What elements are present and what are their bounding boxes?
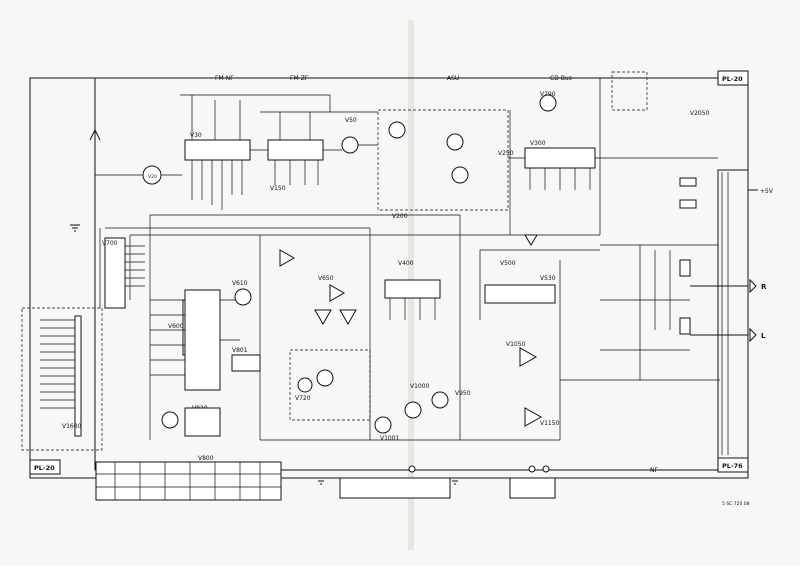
label-v300: V300 [530,140,546,147]
pl76-edge-block [717,169,749,471]
block-v200-area [377,109,509,211]
label-v1150: V1150 [540,420,560,427]
ic-v400 [384,279,441,299]
terminal-circle [542,465,550,473]
connector-pins [40,315,82,437]
transistor-v820 [161,411,179,429]
label-v20: V20 [148,174,157,180]
label-v2050: V2050 [690,110,710,117]
ic-small [679,199,697,209]
label-v610: V610 [232,280,248,287]
label-v650: V650 [318,275,334,282]
small-block [611,71,648,111]
label-v950: V950 [455,390,471,397]
jack-label-l: L [761,332,766,340]
transistor [297,377,313,393]
terminal-circle [528,465,536,473]
v400-pins [389,298,436,320]
connector-block-dashed [21,307,103,451]
opamp-icon [314,309,332,326]
panel-tag-pl20-bottom [29,459,61,475]
opamp-icon [519,347,538,367]
pin-table [509,477,556,499]
label-v50: V50 [345,117,357,124]
drawing-number: 5 SC 720 08 [722,501,750,507]
opamp-icon [524,407,543,427]
label-v200: V200 [392,213,408,220]
ground-icon [70,224,460,485]
ic-v30 [184,139,251,161]
audio-output-wiring [559,244,720,440]
v700-pins [125,245,145,287]
label-v1001: V1001 [380,435,400,442]
label-v600: V600 [168,323,184,330]
v30-pins [191,95,243,210]
opamp-icon [339,309,357,326]
label-v290: V290 [540,91,556,98]
ic-v800 [184,289,221,391]
opamp-icon [329,284,346,302]
label-v801: V801 [232,347,248,354]
ic-v300 [524,147,596,169]
label-v1600: V1600 [62,423,82,430]
jack-label-r: R [761,283,767,291]
ic-v150 [267,139,324,161]
jack-l-icon [749,327,757,343]
ic-small [679,177,697,187]
opamp-icon [279,249,296,267]
v300-pins [529,168,591,190]
label-v1000: V1000 [410,383,430,390]
transistor [316,369,334,387]
label-v500: V500 [500,260,516,267]
ic-table [95,461,282,501]
panel-label-pl20-top: PL-20 [722,75,743,83]
panel-tag-pl76 [717,457,749,473]
label-v800: V800 [198,455,214,462]
bus-label-nf: NF [650,467,658,474]
ic-v700 [104,237,126,309]
ic-v801 [231,354,261,372]
transistor [388,121,406,139]
terminal-circle [408,465,416,473]
transistor-v950 [431,391,449,409]
label-v30: V30 [190,132,202,139]
transistor-v50 [341,136,359,154]
table-grid [96,462,281,500]
transistor [446,133,464,151]
transistor-v1000 [404,401,422,419]
label-v1050: V1050 [506,341,526,348]
diode-icon [524,234,538,246]
panel-tag-pl20-top [717,70,749,86]
antenna-icon [89,128,101,141]
bus-label-cd-bus: CD Bus [550,75,572,82]
label-v530: V530 [540,275,556,282]
transistor-v290 [539,94,557,112]
ic-v820 [184,407,221,437]
label-v250: V250 [498,150,514,157]
label-v150: V150 [270,185,286,192]
bus-label-asu: ASU [447,75,459,82]
label-v720: V720 [295,395,311,402]
pin-table [339,477,451,499]
bus-label-fm-nf: FM-NF [215,75,234,82]
label-v400: V400 [398,260,414,267]
v150-pins [274,112,319,185]
transistor-v610 [234,288,252,306]
jack-r-icon [749,278,757,294]
panel-label-pl20-bottom: PL-20 [34,464,55,472]
bus-label-fm-zf: FM-ZF [290,75,309,82]
transistor-v1001 [374,416,392,434]
ic-v500 [484,284,556,304]
label-v700: V700 [102,240,118,247]
supply-label-plus-5v: +5V [760,188,774,195]
transistor [451,166,469,184]
signal-wiring [99,78,718,441]
panel-label-pl76: PL-76 [722,462,743,470]
